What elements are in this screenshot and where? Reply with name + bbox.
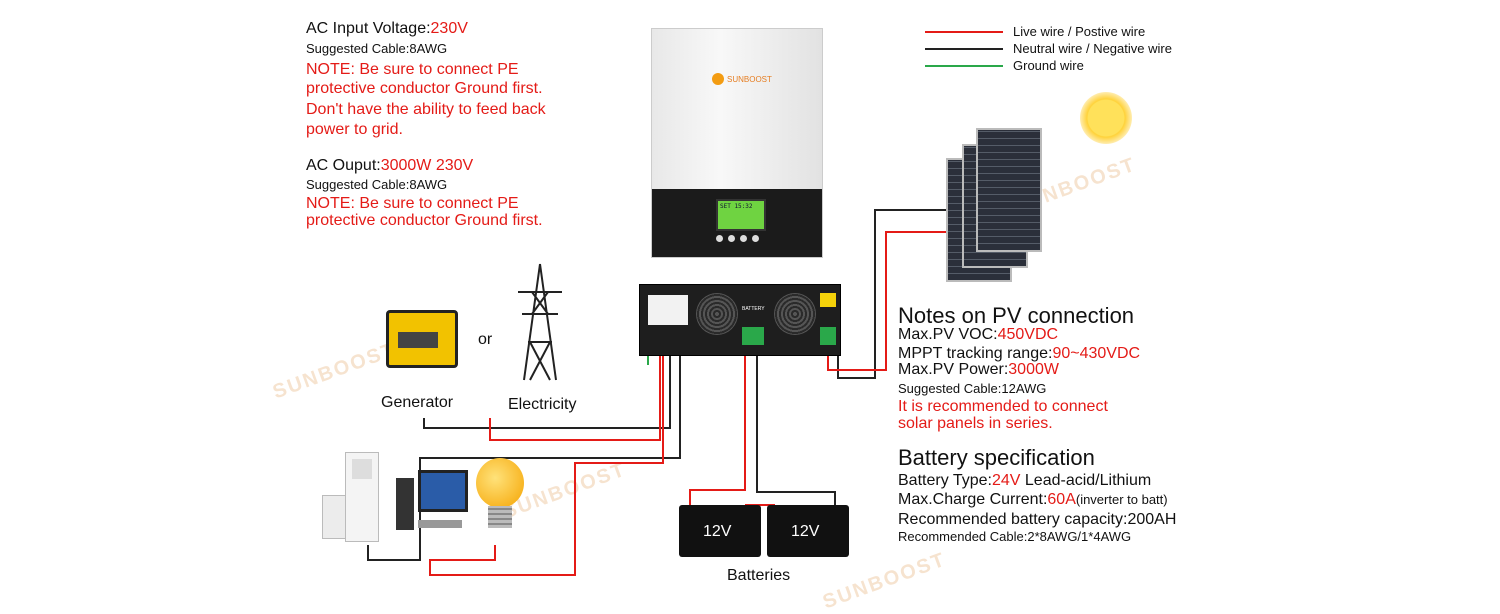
ac-terminal-block — [648, 295, 688, 325]
pv-mppt-range: MPPT tracking range:90~430VDC — [898, 345, 1141, 362]
pv-cable: Suggested Cable:12AWG — [898, 381, 1047, 396]
ac-output-cable: Suggested Cable:8AWG — [306, 177, 448, 192]
fan-left-icon — [696, 293, 738, 335]
light-bulb-icon — [474, 458, 526, 538]
electricity-label: Electricity — [508, 396, 577, 413]
sun-logo-icon — [712, 73, 724, 85]
generator-label: Generator — [381, 394, 454, 411]
pv-notes-heading: Notes on PV connection — [898, 303, 1135, 328]
generator-icon — [378, 300, 460, 378]
inverter-button — [728, 235, 735, 242]
inverter-lower-panel: SET 15:32 — [652, 189, 822, 257]
pv-max-power: Max.PV Power:3000W — [898, 361, 1059, 378]
battery-terminal-block — [742, 327, 764, 345]
battery-right-voltage: 12V — [791, 523, 820, 540]
ac-input-cable: Suggested Cable:8AWG — [306, 41, 448, 56]
battery-right: 12V — [767, 505, 849, 557]
inverter-button — [752, 235, 759, 242]
air-conditioner-icon — [345, 452, 379, 542]
battery-left-voltage: 12V — [703, 523, 732, 540]
computer-icon — [396, 468, 468, 536]
battery-left: 12V — [679, 505, 761, 557]
pv-terminal-block — [820, 327, 836, 345]
legend-neutral: Neutral wire / Negative wire — [925, 41, 1172, 56]
pv-recommendation-line1: It is recommended to connect — [898, 398, 1108, 415]
pv-max-voc: Max.PV VOC:450VDC — [898, 326, 1059, 343]
battery-cable: Recommended Cable:2*8AWG/1*4AWG — [898, 529, 1132, 544]
pv-recommendation-line2: solar panels in series. — [898, 415, 1053, 432]
battery-negative-wire — [756, 345, 836, 505]
inverter-button — [740, 235, 747, 242]
sun-icon — [1080, 92, 1132, 144]
batteries-caption: Batteries — [727, 567, 791, 584]
ground-wire-swatch — [925, 64, 1003, 67]
ac-input-note-line4: power to grid. — [306, 121, 403, 138]
pv-live-wire — [827, 231, 948, 371]
ac-input-note-line3: Don't have the ability to feed back — [306, 101, 546, 118]
live-wire-swatch — [925, 30, 1003, 33]
legend-live: Live wire / Postive wire — [925, 24, 1145, 39]
inverter-logo: SUNBOOST — [712, 73, 772, 85]
ac-input-live-wire — [489, 350, 661, 441]
pv-neutral-wire — [837, 209, 948, 379]
lcd-screen: SET 15:32 — [716, 199, 766, 231]
ac-output-rating: AC Ouput:3000W 230V — [306, 157, 474, 174]
neutral-wire-swatch — [925, 47, 1003, 50]
battery-terminal-label: BATTERY — [742, 306, 765, 312]
inverter-button — [716, 235, 723, 242]
fan-right-icon — [774, 293, 816, 335]
ac-output-live-wire — [429, 350, 664, 576]
inverter-unit: SUNBOOST SET 15:32 — [651, 28, 823, 258]
ac-input-neutral-wire — [423, 350, 671, 429]
ac-input-voltage: AC Input Voltage:230V — [306, 20, 468, 37]
battery-max-charge: Max.Charge Current:60A(inverter to batt) — [898, 491, 1168, 508]
battery-capacity: Recommended battery capacity:200AH — [898, 511, 1177, 528]
or-label: or — [478, 331, 493, 348]
battery-spec-heading: Battery specification — [898, 445, 1095, 470]
ac-input-note-line2: protective conductor Ground first. — [306, 80, 543, 97]
ac-output-note-line2: protective conductor Ground first. — [306, 212, 543, 229]
ac-output-note-line1: NOTE: Be sure to connect PE — [306, 195, 519, 212]
inverter-buttons — [716, 235, 759, 242]
battery-type: Battery Type:24V Lead-acid/Lithium — [898, 472, 1152, 489]
ac-input-note-line1: NOTE: Be sure to connect PE — [306, 61, 519, 78]
terminal-panel: BATTERY — [639, 284, 841, 356]
legend-ground: Ground wire — [925, 58, 1084, 73]
pylon-icon — [518, 263, 562, 381]
battery-positive-wire — [689, 345, 746, 505]
solar-panel — [976, 128, 1042, 252]
washing-machine-icon — [322, 495, 346, 539]
warning-label-icon — [820, 293, 836, 307]
